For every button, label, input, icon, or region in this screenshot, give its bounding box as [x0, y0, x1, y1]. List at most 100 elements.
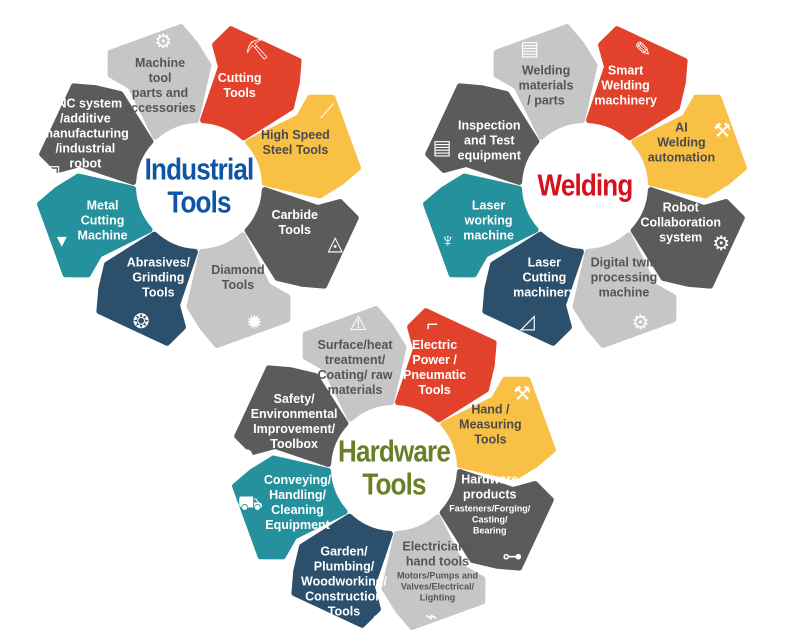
gear-segment — [200, 26, 302, 141]
laser-cutter-icon: ◿ — [519, 311, 535, 334]
segment-label: Garden/ Plumbing/ Woodworking/ Construct… — [296, 544, 392, 619]
segment-title: Digital twin processing machine — [590, 255, 658, 300]
segment-title: Safety/ Environmental Improvement/ Toolb… — [250, 391, 338, 451]
segment-label: Hand / Measuring Tools — [442, 403, 538, 448]
gear-segment — [37, 173, 153, 278]
welding-rods-icon: ▤ — [520, 37, 539, 60]
segment-label: Diamond Tools — [190, 263, 286, 293]
segment-title: Laser working machine — [463, 198, 514, 243]
segment-label: AI Welding automation — [633, 121, 729, 166]
segment-title: Robot Collaboration system — [640, 200, 721, 245]
segment-title: Cutting Tools — [217, 71, 262, 101]
segment-subtitle: Fasteners/Forging/ Casting/ Bearing — [449, 503, 531, 536]
welding-torch-icon: ✎ — [634, 38, 652, 61]
cnc-machine-icon: ▣ — [42, 162, 62, 185]
segment-title: Surface/heat treatment/ Coating/ raw mat… — [317, 337, 393, 397]
gear-title: Welding — [537, 167, 634, 203]
segment-title: Electric Power / Pneumatic Tools — [403, 338, 467, 398]
carbide-insert-icon: ◬ — [327, 232, 343, 255]
welding-gear — [423, 24, 747, 348]
segment-label: Surface/heat treatment/ Coating/ raw mat… — [307, 338, 403, 398]
gear-segment — [423, 173, 539, 278]
bolt-icon: ⊶ — [502, 546, 523, 569]
gears-icon: ⚙ — [154, 31, 173, 54]
robot-hand-gear-icon: ⚙ — [712, 232, 731, 255]
segment-label: High Speed Steel Tools — [247, 128, 343, 158]
cutting-machine-icon: ▾ — [56, 230, 67, 253]
worker-helmet-icon: ☻ — [236, 444, 258, 467]
segment-title: Abrasives/ Grinding Tools — [126, 255, 190, 300]
hammer-wrench-icon: ⚒ — [513, 383, 532, 405]
segment-title: High Speed Steel Tools — [261, 128, 330, 158]
drill-bit-icon: ⟋ — [320, 101, 335, 123]
segment-label: Machine tool parts and accessories — [112, 56, 208, 116]
gear-segment — [482, 231, 584, 346]
segment-label: Digital twin processing machine — [576, 256, 672, 301]
gear-segment — [245, 94, 361, 199]
segment-label: Electric Power / Pneumatic Tools — [387, 338, 483, 398]
gear-segment — [440, 376, 556, 481]
grinding-wheel-icon: ❂ — [132, 311, 150, 334]
gear-segment — [630, 187, 745, 289]
gear-segment — [572, 232, 677, 348]
segment-title: AI Welding automation — [647, 120, 716, 165]
segment-title: Conveying/ Handling/ Cleaning Equipment — [263, 472, 332, 532]
gear-segment — [232, 455, 348, 560]
power-drill-icon: ⌐ — [426, 314, 439, 337]
segment-title: Electricians hand tools — [402, 539, 473, 569]
segment-title: Hand / Measuring Tools — [459, 402, 522, 447]
industrial-tools-gear — [37, 24, 361, 348]
gear-segment — [291, 513, 393, 628]
segment-title: CNC system /additive manufacturing /indu… — [41, 96, 129, 171]
milling-cutter-icon: ⛏ — [244, 38, 270, 61]
segment-subtitle: Motors/Pumps and Valves/Electrical/ Ligh… — [396, 570, 478, 603]
segment-title: Carbide Tools — [271, 207, 318, 237]
segment-label: Conveying/ Handling/ Cleaning Equipment — [250, 473, 346, 533]
segment-title: Inspection and Test equipment — [457, 118, 521, 163]
segment-title: Garden/ Plumbing/ Woodworking/ Construct… — [301, 544, 387, 619]
segment-label: Carbide Tools — [247, 208, 343, 238]
gear-segment — [439, 469, 554, 571]
chainsaw-icon: ⚟ — [371, 610, 390, 633]
segment-label: CNC system /additive manufacturing /indu… — [37, 96, 133, 171]
segment-label: Laser working machine — [441, 198, 537, 243]
segment-label: Cutting Tools — [192, 71, 288, 101]
gear-segment — [586, 26, 688, 141]
segment-label: Metal Cutting Machine — [55, 198, 151, 243]
fire-warning-icon: ⚠ — [349, 313, 368, 336]
robot-arm-icon: ⚒ — [713, 119, 732, 142]
segment-label: Laser Cutting machinery — [496, 255, 592, 300]
gear-segment — [107, 24, 212, 140]
segment-label: Inspection and Test equipment — [441, 119, 537, 164]
gear-title: Industrial Tools — [144, 151, 255, 219]
segment-label: Safety/ Environmental Improvement/ Toolb… — [246, 392, 342, 452]
gear-segment — [381, 514, 486, 630]
cart-icon: ⛟ — [237, 492, 263, 515]
saw-blade-icon: ✹ — [246, 312, 263, 335]
segment-title: Laser Cutting machinery — [513, 255, 576, 300]
gear-segment — [39, 83, 154, 185]
gear-segment — [395, 308, 497, 423]
segment-title: Diamond Tools — [211, 263, 265, 293]
gear-segment — [631, 94, 747, 199]
gear-segment — [96, 231, 198, 346]
segment-title: Smart Welding machinery — [594, 63, 657, 108]
gear-segment — [493, 24, 598, 140]
segment-title: Metal Cutting Machine — [77, 198, 128, 243]
battery-plug-icon: ⌁ — [425, 606, 438, 629]
clipboard-icon: ▤ — [432, 136, 452, 159]
segment-title: Welding materials / parts — [518, 63, 574, 108]
hardware-tools-gear — [232, 306, 556, 630]
gear-title: Hardware Tools — [338, 433, 451, 501]
gear-segment — [186, 232, 291, 348]
laser-head-icon: ♆ — [440, 230, 456, 253]
gear-segment — [244, 187, 359, 289]
digital-twin-icon: ⚙ — [631, 312, 650, 335]
segment-title: Hardware products — [461, 472, 519, 502]
gear-segment — [302, 306, 407, 422]
segment-label: Abrasives/ Grinding Tools — [110, 255, 206, 300]
